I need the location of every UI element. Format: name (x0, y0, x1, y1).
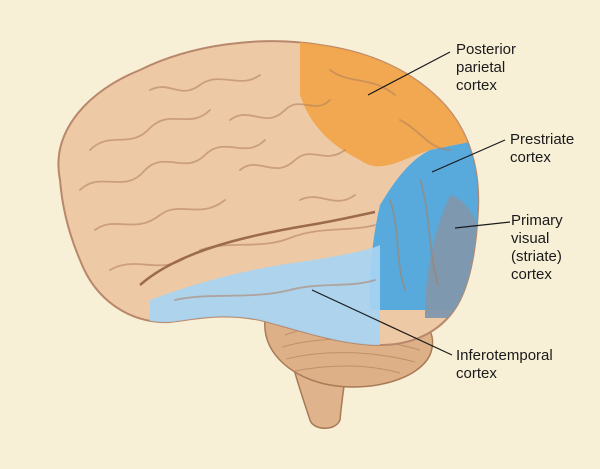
leader-primary-visual (454, 221, 511, 229)
label-inferotemporal-cortex: Inferotemporal cortex (456, 347, 553, 382)
label-posterior-parietal-cortex: Posterior parietal cortex (456, 41, 517, 94)
leader-posterior-parietal (367, 51, 451, 96)
leader-inferotemporal (311, 289, 453, 356)
label-prestriate-cortex: Prestriate cortex (510, 131, 575, 166)
lateral-sulcus (139, 210, 376, 286)
leader-prestriate (431, 139, 506, 173)
label-primary-visual-cortex: Primary visual (striate) cortex (511, 212, 563, 283)
